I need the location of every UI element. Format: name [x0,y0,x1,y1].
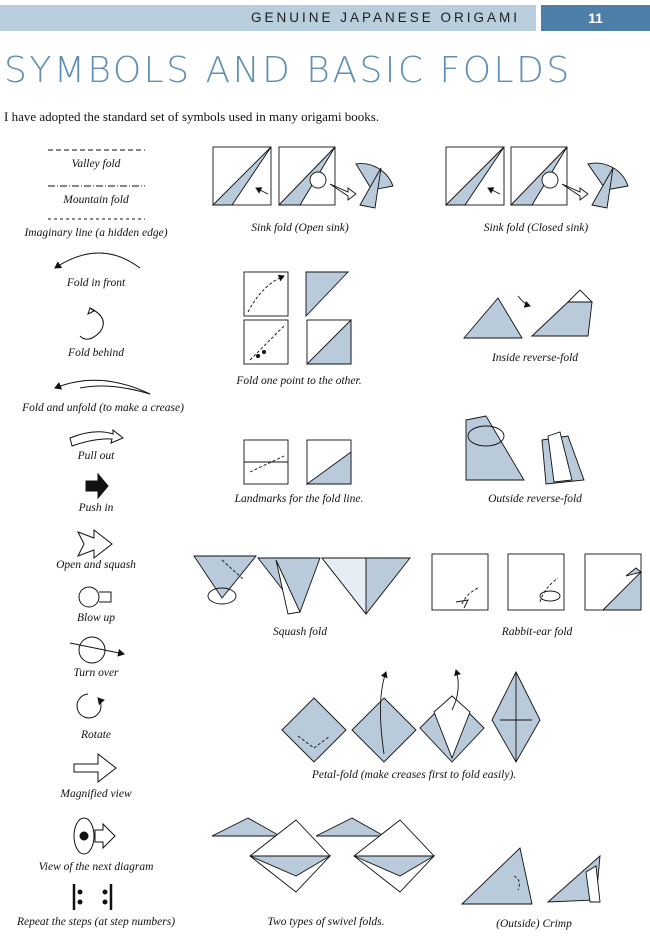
next-view-label: View of the next diagram [38,861,154,873]
sink-open-label: Sink fold (Open sink) [251,222,349,234]
pull-out-icon [69,428,124,447]
turn-over-icon [69,636,125,664]
petal-fold-label: Petal-fold (make creases first to fold e… [311,769,517,781]
point-to-point-label: Fold one point to the other. [236,375,362,387]
outside-reverse-diagram [465,415,585,485]
imaginary-line-label: Imaginary line (a hidden edge) [24,227,168,239]
sink-closed-diagram [444,146,629,209]
fold-in-front-icon [54,252,141,269]
swivel-fold-diagram [211,817,436,893]
running-header: GENUINE JAPANESE ORIGAMI [250,10,520,25]
header-bar [0,5,536,31]
intro-text: I have adopted the standard set of symbo… [4,109,380,124]
next-view-icon [73,817,116,855]
magnified-view-label: Magnified view [60,788,132,800]
outside-reverse-label: Outside reverse-fold [488,493,582,505]
sink-open-diagram [211,146,394,209]
swivel-label: Two types of swivel folds. [267,916,385,928]
page-number: 11 [541,5,650,31]
push-in-icon [85,472,109,500]
fold-unfold-icon [54,379,151,395]
rotate-label: Rotate [80,729,112,741]
fold-unfold-label: Fold and unfold (to make a crease) [22,402,184,414]
magnified-view-icon [73,752,117,784]
rabbit-ear-label: Rabbit-ear fold [501,626,573,638]
open-squash-icon [76,528,113,560]
landmarks-diagram [243,439,352,485]
petal-fold-diagram [281,669,541,763]
blow-up-label: Blow up [76,612,116,624]
turn-over-label: Turn over [73,667,119,679]
crimp-diagram [460,847,601,905]
mountain-fold-label: Mountain fold [63,194,129,206]
open-squash-label: Open and squash [56,559,136,571]
squash-diagram [193,555,411,616]
fold-behind-icon [79,307,104,340]
inside-reverse-label: Inside reverse-fold [491,352,579,364]
inside-reverse-diagram [463,289,594,339]
crimp-label: (Outside) Crimp [496,918,572,930]
fold-in-front-label: Fold in front [66,277,126,289]
page-title: SYMBOLS AND BASIC FOLDS [4,50,572,91]
fold-behind-label: Fold behind [68,347,124,359]
squash-label: Squash fold [273,626,327,638]
repeat-label: Repeat the steps (at step numbers) [16,916,176,928]
push-in-label: Push in [78,502,114,514]
pull-out-label: Pull out [77,450,115,462]
landmarks-label: Landmarks for the fold line. [234,493,364,505]
repeat-icon [72,884,113,910]
rabbit-ear-diagram [431,553,642,611]
point-to-point-diagram [243,271,352,365]
sink-closed-label: Sink fold (Closed sink) [483,222,589,234]
rotate-icon [76,693,105,719]
valley-fold-label: Valley fold [71,158,121,170]
blow-up-icon [78,586,112,608]
